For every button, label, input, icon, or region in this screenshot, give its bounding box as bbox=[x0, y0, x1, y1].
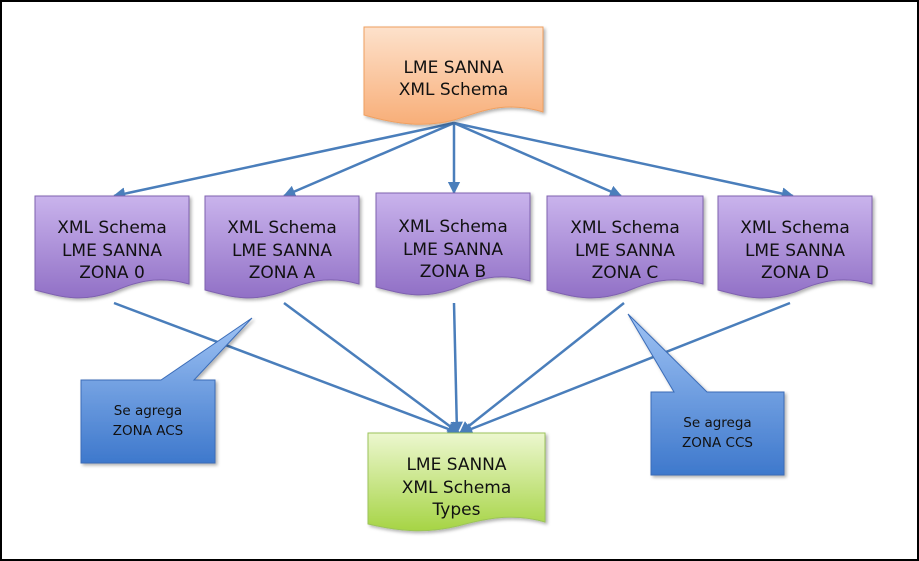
connector-top-zona-0 bbox=[112, 121, 455, 200]
top-node-line-2: XML Schema bbox=[398, 80, 509, 100]
zone-node-0-line-1: XML Schema bbox=[57, 218, 167, 239]
zone-node-shape-zona-d bbox=[717, 195, 873, 299]
connector-top-zona-a bbox=[282, 121, 455, 198]
zone-node-d: XML Schema LME SANNA ZONA D bbox=[718, 206, 872, 296]
connectors-top bbox=[112, 121, 795, 200]
connectors-bottom bbox=[113, 301, 791, 435]
zone-node-c-line-1: XML Schema bbox=[570, 218, 680, 239]
top-node: LME SANNA XML Schema bbox=[364, 48, 543, 110]
callout-ccs-line-1: Se agrega bbox=[683, 414, 752, 431]
zone-node-d-line-2: LME SANNA bbox=[744, 240, 846, 261]
callout-acs-shape bbox=[80, 317, 253, 464]
callout-acs-line-1: Se agrega bbox=[113, 402, 183, 419]
zone-node-c-line-2: LME SANNA bbox=[574, 240, 676, 261]
connector-zona-a-types bbox=[283, 301, 461, 435]
zone-node-shape-zona-a bbox=[204, 195, 360, 299]
top-node-shape bbox=[363, 26, 544, 125]
zone-node-a-line-3: ZONA A bbox=[248, 263, 316, 284]
callout-acs-line-2: ZONA ACS bbox=[112, 423, 184, 439]
zone-node-c: XML Schema LME SANNA ZONA C bbox=[547, 206, 703, 296]
zone-node-shape-zona-c bbox=[546, 195, 704, 299]
zone-node-b-line-3: ZONA B bbox=[419, 262, 487, 283]
connector-top-zona-c bbox=[453, 121, 623, 198]
zone-node-shape-zona-b bbox=[375, 192, 531, 296]
top-node-line-1: LME SANNA bbox=[403, 57, 504, 78]
bottom-node: LME SANNA XML Schema Types bbox=[368, 443, 545, 533]
connector-zona-0-types bbox=[113, 301, 461, 435]
callout-ccs-shape bbox=[627, 313, 785, 476]
zone-node-0-line-2: LME SANNA bbox=[61, 240, 163, 261]
zone-node-d-line-1: XML Schema bbox=[740, 218, 850, 239]
connector-zona-d-types bbox=[459, 301, 791, 435]
callout-ccs: Se agrega ZONA CCS bbox=[651, 394, 784, 472]
zone-node-0-line-3: ZONA 0 bbox=[79, 263, 145, 284]
zone-node-c-line-3: ZONA C bbox=[591, 263, 659, 284]
zone-node-a-line-2: LME SANNA bbox=[231, 240, 333, 261]
bottom-node-line-2: XML Schema bbox=[401, 477, 512, 498]
zone-node-d-line-3: ZONA D bbox=[761, 263, 829, 284]
zone-node-a: XML Schema LME SANNA ZONA A bbox=[205, 206, 359, 296]
bottom-node-shape bbox=[367, 432, 546, 532]
zone-nodes bbox=[34, 192, 873, 299]
callout-ccs-line-2: ZONA CCS bbox=[682, 435, 753, 451]
zone-node-shape-zona-0 bbox=[34, 195, 190, 299]
zone-node-a-line-1: XML Schema bbox=[227, 218, 337, 239]
bottom-node-line-3: Types bbox=[432, 500, 481, 521]
zone-node-b-line-1: XML Schema bbox=[398, 217, 508, 238]
zone-node-b-line-2: LME SANNA bbox=[402, 239, 504, 260]
callout-acs: Se agrega ZONA ACS bbox=[81, 382, 215, 460]
connector-top-zona-d bbox=[453, 121, 795, 200]
connector-zona-c-types bbox=[459, 302, 625, 434]
bottom-node-line-1: LME SANNA bbox=[406, 455, 507, 476]
zone-node-0: XML Schema LME SANNA ZONA 0 bbox=[35, 206, 189, 296]
connector-zona-b-types bbox=[450, 302, 463, 435]
zone-node-b: XML Schema LME SANNA ZONA B bbox=[376, 205, 530, 295]
